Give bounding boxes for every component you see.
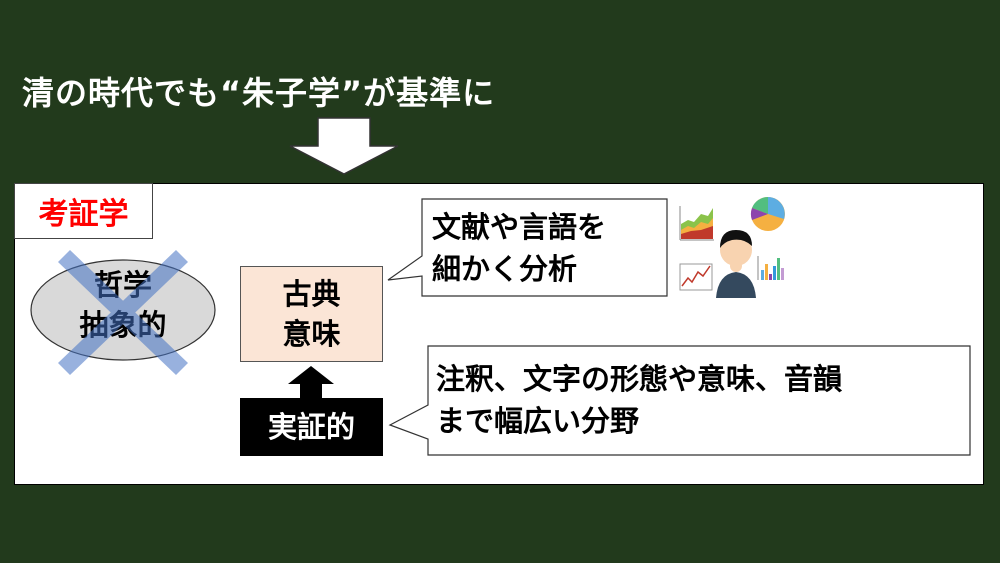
focus-line1: 古典 <box>282 277 341 311</box>
area-chart-icon <box>679 206 714 241</box>
callout-top-shape <box>387 198 668 297</box>
focus-line2: 意味 <box>282 317 341 351</box>
line-chart-icon <box>679 263 713 291</box>
classics-meaning-box: 古典 意味 <box>240 266 383 362</box>
callout-bottom-shape <box>388 345 971 456</box>
bar-chart-icon <box>757 256 784 280</box>
callout-bottom-line2: まで幅広い分野 <box>436 404 640 438</box>
callout-top-line2: 細かく分析 <box>432 252 578 286</box>
cross-mark-icon <box>58 250 188 375</box>
callout-top-text: 文献や言語を 細かく分析 <box>432 206 606 290</box>
up-arrow-icon <box>288 366 334 400</box>
slide-title: 清の時代でも“朱子学”が基準に <box>22 74 496 112</box>
section-label: 考証学 <box>14 183 153 239</box>
empirical-box: 実証的 <box>240 398 383 456</box>
down-arrow-icon <box>289 117 399 175</box>
thinking-man-icon <box>716 230 756 298</box>
callout-bottom-line1: 注釈、文字の形態や意味、音韻 <box>436 362 843 396</box>
pie-chart-icon <box>750 196 785 231</box>
callout-bottom-text: 注釈、文字の形態や意味、音韻 まで幅広い分野 <box>436 358 842 442</box>
callout-top-line1: 文献や言語を <box>432 210 607 244</box>
analyst-illustration-icon <box>679 196 785 298</box>
